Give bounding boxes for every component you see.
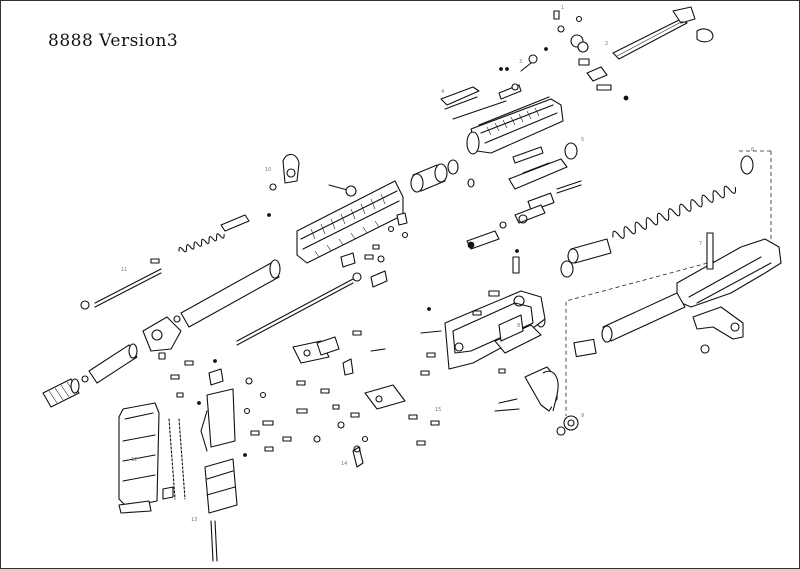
svg-text:4: 4: [441, 89, 444, 95]
front-sight: [267, 153, 357, 217]
lower-receiver: [444, 290, 559, 412]
svg-text:12: 12: [131, 457, 137, 463]
gas-block: [142, 315, 182, 360]
svg-text:1: 1: [561, 5, 564, 11]
barrel: [180, 252, 388, 346]
svg-text:11: 11: [121, 267, 127, 273]
upper-receiver: [440, 54, 564, 155]
forward-assist-parts: [553, 10, 629, 101]
muzzle-device: [42, 343, 138, 408]
magazine: [118, 402, 186, 514]
svg-text:9: 9: [581, 413, 584, 419]
handguard-rail: [296, 180, 408, 264]
buttstock: [676, 232, 782, 354]
svg-text:8: 8: [517, 323, 520, 329]
grip-and-small-parts: [420, 256, 579, 436]
diagram-title: 8888 Version3: [48, 31, 179, 51]
buffer-spring: [612, 155, 754, 239]
svg-text:13: 13: [191, 517, 197, 523]
svg-text:7: 7: [699, 241, 702, 247]
magazine-loader: [200, 359, 253, 562]
svg-text:15: 15: [435, 407, 441, 413]
bolt: [466, 221, 507, 250]
svg-text:5: 5: [581, 137, 584, 143]
buffer: [560, 238, 612, 278]
barrel-nut: [410, 159, 475, 193]
svg-text:6: 6: [751, 147, 754, 153]
svg-text:2: 2: [605, 41, 608, 47]
svg-text:14: 14: [341, 461, 347, 467]
small-pins-and-screws: [170, 47, 548, 457]
buffer-tube: [536, 292, 686, 358]
svg-text:10: 10: [265, 167, 271, 173]
charging-handle: [612, 6, 714, 60]
gas-parts: [80, 214, 250, 310]
stock-assembly-boundary: [565, 150, 772, 416]
svg-text:3: 3: [519, 59, 522, 65]
part-number-labels: 1 2 3 4 5 6 7 8 9 10 11 12 13 14 15: [121, 5, 754, 523]
trigger-group: [292, 336, 406, 468]
bolt-carrier-group: [508, 142, 582, 224]
